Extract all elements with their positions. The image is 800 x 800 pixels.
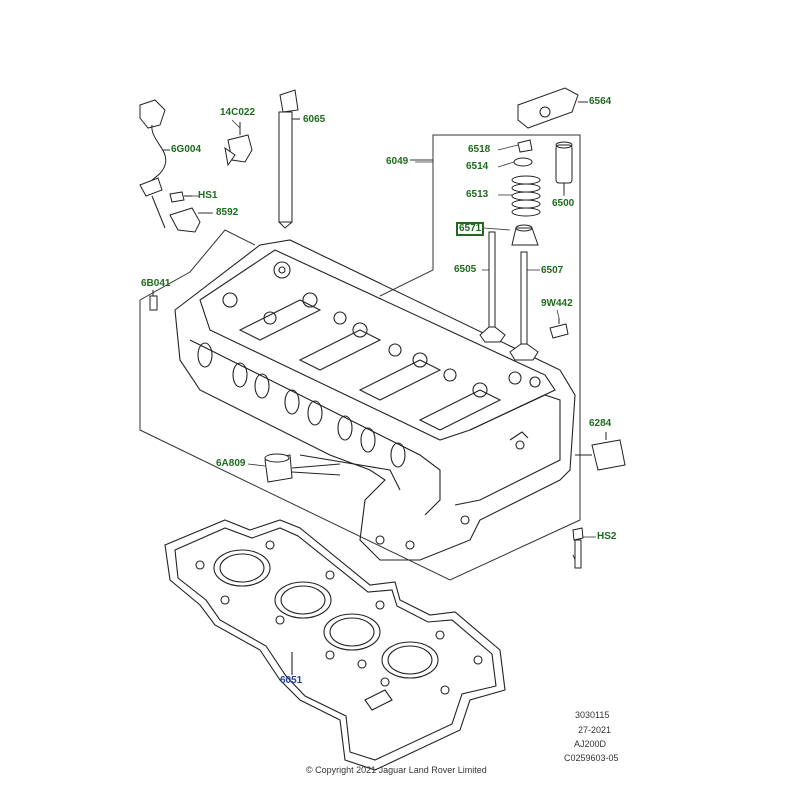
- callout-6284[interactable]: 6284: [589, 418, 612, 429]
- camshaft-position-sensor: [170, 208, 212, 232]
- spacer-6a809: [265, 454, 340, 482]
- temperature-sensor-harness: [140, 100, 170, 228]
- callout-6513[interactable]: 6513: [466, 189, 489, 200]
- callout-6a809[interactable]: 6A809: [216, 458, 246, 469]
- callout-6505[interactable]: 6505: [454, 264, 477, 275]
- callout-6500[interactable]: 6500: [552, 198, 575, 209]
- ref-date: 27-2021: [578, 725, 612, 735]
- head-gasket: [165, 520, 505, 770]
- valve-collet: [518, 140, 532, 152]
- bracket-clip: [225, 122, 252, 165]
- rocker-arm: [518, 88, 588, 128]
- ref-code: C0259603-05: [564, 753, 619, 763]
- callout-hs1[interactable]: HS1: [198, 190, 218, 201]
- intake-valve: [480, 232, 505, 342]
- ref-number: 3030115: [575, 710, 610, 720]
- callout-6518[interactable]: 6518: [468, 144, 491, 155]
- callout-6507[interactable]: 6507: [541, 265, 564, 276]
- leader-lines: [162, 102, 596, 537]
- ref-model: AJ200D: [574, 739, 607, 749]
- callout-9w442[interactable]: 9W442: [541, 298, 573, 309]
- callout-6065[interactable]: 6065: [303, 114, 326, 125]
- callout-6571-highlighted[interactable]: 6571: [456, 222, 485, 236]
- head-top-detail: [223, 262, 540, 549]
- valve-stem-seal: [512, 225, 538, 245]
- plug-9w442: [550, 318, 568, 338]
- bolt-hs1: [170, 192, 192, 202]
- dowel: [150, 290, 157, 310]
- exhaust-valve: [510, 252, 538, 360]
- copyright-notice: © Copyright 2021 Jaguar Land Rover Limit…: [306, 765, 487, 775]
- callout-hs2[interactable]: HS2: [597, 531, 617, 542]
- assembly-frame: [140, 135, 580, 580]
- callout-6g004[interactable]: 6G004: [171, 144, 202, 155]
- cylinder-head: [175, 240, 575, 560]
- hydraulic-lash-adjuster: [556, 142, 572, 195]
- head-bolt: [279, 90, 300, 228]
- intake-ports: [198, 343, 405, 467]
- spring-retainer: [514, 158, 532, 166]
- callout-6514[interactable]: 6514: [466, 161, 489, 172]
- callout-6051[interactable]: 6051: [280, 675, 303, 686]
- callout-6564[interactable]: 6564: [589, 96, 612, 107]
- callout-14c022[interactable]: 14C022: [220, 107, 256, 118]
- sealing-plug: [575, 432, 625, 470]
- bolt-hs2: [573, 528, 583, 568]
- callout-6049[interactable]: 6049: [386, 156, 409, 167]
- callout-6b041[interactable]: 6B041: [141, 278, 171, 289]
- callout-8592[interactable]: 8592: [216, 207, 239, 218]
- valve-spring: [512, 176, 540, 216]
